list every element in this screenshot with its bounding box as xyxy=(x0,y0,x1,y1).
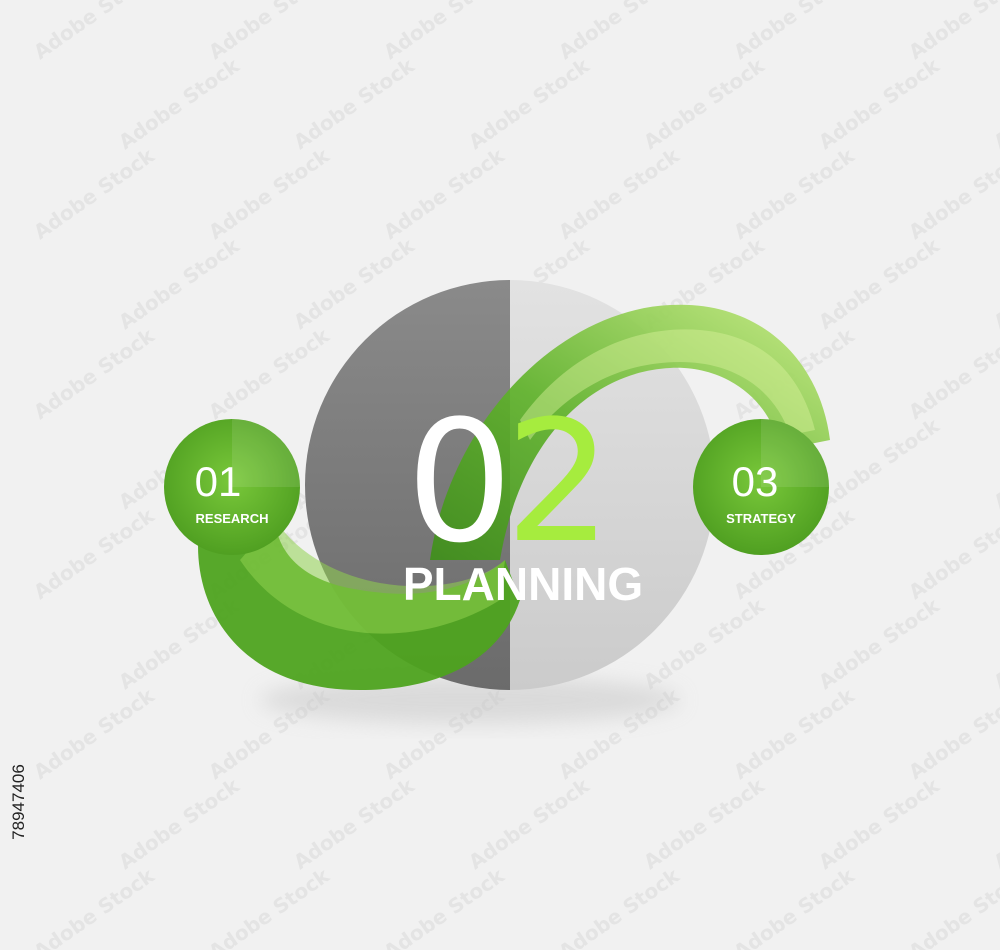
watermark-text: Adobe Stock xyxy=(904,323,1000,424)
watermark-text: Adobe Stock xyxy=(204,863,334,950)
watermark-text: Adobe Stock xyxy=(554,0,684,64)
watermark-text: Adobe Stock xyxy=(989,773,1000,874)
watermark-text: Adobe Stock xyxy=(729,863,859,950)
step-01-badge: 01 RESEARCH xyxy=(164,419,300,555)
ribbon-lower-highlight xyxy=(240,520,505,634)
watermark-text: Adobe Stock xyxy=(464,773,594,874)
step-02-digit-zero: 0 xyxy=(406,384,505,580)
watermark-text: Adobe Stock xyxy=(289,773,419,874)
step-03-facet xyxy=(761,419,829,487)
step-01-disc xyxy=(164,419,300,555)
watermark-text: Adobe Stock xyxy=(989,413,1000,514)
watermark-text: Adobe Stock xyxy=(639,53,769,154)
watermark-text: Adobe Stock xyxy=(379,143,509,244)
watermark-text: Adobe Stock xyxy=(904,863,1000,950)
watermark-text: Adobe Stock xyxy=(289,53,419,154)
watermark-text: Adobe Stock xyxy=(29,143,159,244)
watermark-text: Adobe Stock xyxy=(379,0,509,64)
watermark-text: Adobe Stock xyxy=(29,503,159,604)
watermark-text: Adobe Stock xyxy=(989,233,1000,334)
watermark-text: Adobe Stock xyxy=(904,143,1000,244)
watermark-text: Adobe Stock xyxy=(379,863,509,950)
step-02-center: 02 PLANNING xyxy=(403,384,643,610)
watermark-text: Adobe Stock xyxy=(639,773,769,874)
watermark-text: Adobe Stock xyxy=(464,53,594,154)
watermark-text: Adobe Stock xyxy=(904,0,1000,64)
ribbon-upper-arc xyxy=(430,304,830,560)
step-01-number: 01 xyxy=(195,458,242,505)
watermark-text: Adobe Stock xyxy=(729,0,859,64)
watermark-text: Adobe Stock xyxy=(29,323,159,424)
step-02-digit-two: 2 xyxy=(505,384,604,580)
watermark-text: Adobe Stock xyxy=(729,143,859,244)
watermark-text: Adobe Stock xyxy=(989,53,1000,154)
watermark-text: Adobe Stock xyxy=(29,683,159,784)
watermark-text: Adobe Stock xyxy=(114,233,244,334)
watermark-text: Adobe Stock xyxy=(29,0,159,64)
watermark-text: Adobe Stock xyxy=(29,863,159,950)
watermark-text: Adobe Stock xyxy=(729,683,859,784)
watermark-text: Adobe Stock xyxy=(814,593,944,694)
watermark-text: Adobe Stock xyxy=(814,773,944,874)
watermark-text: Adobe Stock xyxy=(114,773,244,874)
step-02-number: 02 xyxy=(406,384,604,580)
stock-id: 78947406 xyxy=(9,764,28,840)
step-03-badge: 03 STRATEGY xyxy=(693,419,829,555)
watermark-text: Adobe Stock xyxy=(204,323,334,424)
watermark-text: Adobe Stock xyxy=(989,593,1000,694)
watermark-text: Adobe Stock xyxy=(554,863,684,950)
step-03-number: 03 xyxy=(732,458,779,505)
watermark-text: Adobe Stock xyxy=(814,413,944,514)
step-03-disc xyxy=(693,419,829,555)
watermark-text: Adobe Stock xyxy=(904,503,1000,604)
step-01-label: RESEARCH xyxy=(196,511,269,526)
watermark-text: Adobe Stock xyxy=(814,53,944,154)
watermark-text: Adobe Stock xyxy=(554,143,684,244)
watermark-text: Adobe Stock xyxy=(114,53,244,154)
watermark-text: Adobe Stock xyxy=(204,143,334,244)
step-01-facet xyxy=(232,419,300,487)
ribbon-upper-highlight xyxy=(520,329,815,440)
watermark-text: Adobe Stock xyxy=(204,0,334,64)
step-02-label: PLANNING xyxy=(403,558,643,610)
watermark-text: Adobe Stock xyxy=(904,683,1000,784)
s-ribbon xyxy=(198,304,830,690)
watermark-text: Adobe Stock xyxy=(814,233,944,334)
step-03-label: STRATEGY xyxy=(726,511,796,526)
